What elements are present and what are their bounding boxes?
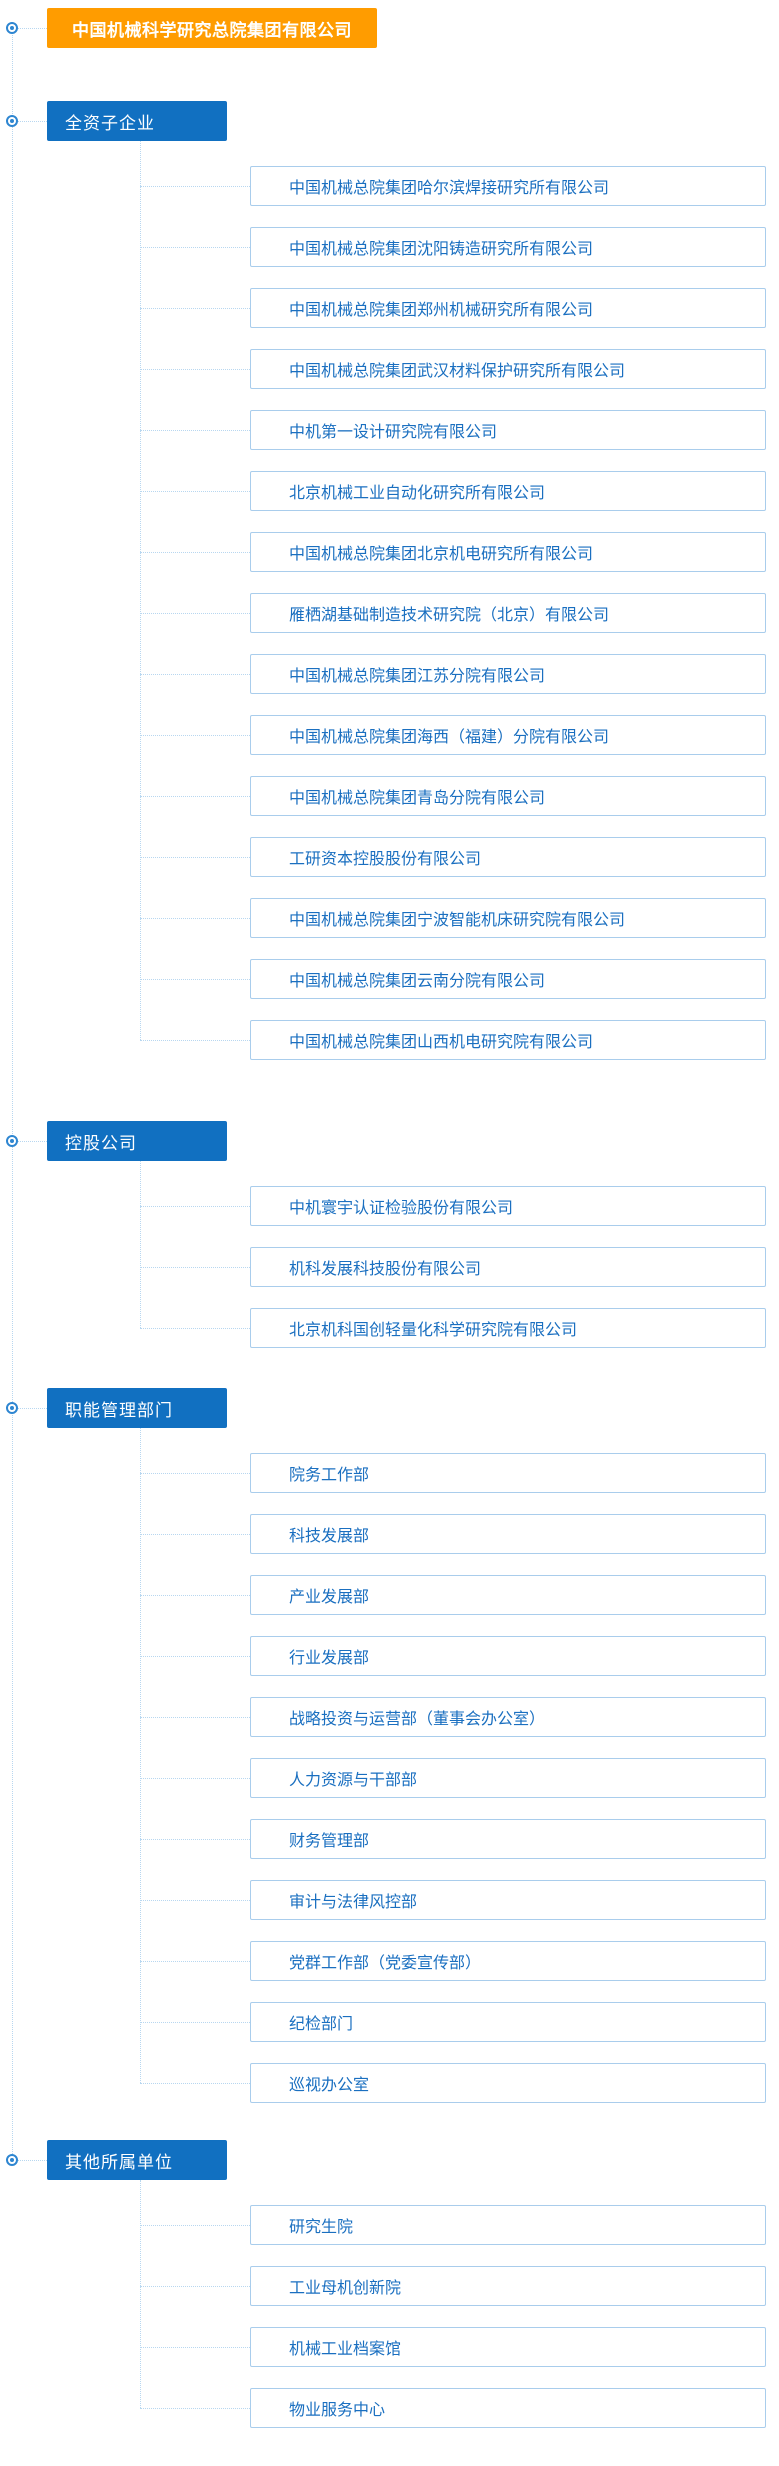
- org-item: 研究生院: [140, 2205, 779, 2245]
- section-other-affiliated-units: 其他所属单位 研究生院 工业母机创新院 机械工业档案馆 物业服务中心: [6, 2140, 779, 2428]
- category-bullet-icon: [6, 1402, 18, 1414]
- org-item-link[interactable]: 中国机械总院集团哈尔滨焊接研究所有限公司: [250, 166, 766, 206]
- root-node: 中国机械科学研究总院集团有限公司: [6, 8, 377, 48]
- item-list: 研究生院 工业母机创新院 机械工业档案馆 物业服务中心: [140, 2180, 779, 2428]
- org-item-link[interactable]: 中国机械总院集团山西机电研究院有限公司: [250, 1020, 766, 1060]
- org-item-link[interactable]: 北京机科国创轻量化科学研究院有限公司: [250, 1308, 766, 1348]
- org-item-link[interactable]: 院务工作部: [250, 1453, 766, 1493]
- category-wholly-owned-subsidiaries: 全资子企业: [47, 101, 227, 141]
- org-item: 行业发展部: [140, 1636, 779, 1676]
- org-item-link[interactable]: 机科发展科技股份有限公司: [250, 1247, 766, 1287]
- org-item-link[interactable]: 产业发展部: [250, 1575, 766, 1615]
- category-bullet-icon: [6, 2154, 18, 2166]
- category-bullet-icon: [6, 1135, 18, 1147]
- org-item: 科技发展部: [140, 1514, 779, 1554]
- org-item: 中机寰宇认证检验股份有限公司: [140, 1186, 779, 1226]
- org-item: 中国机械总院集团海西（福建）分院有限公司: [140, 715, 779, 755]
- org-item-link[interactable]: 中国机械总院集团宁波智能机床研究院有限公司: [250, 898, 766, 938]
- section-functional-departments: 职能管理部门 院务工作部 科技发展部 产业发展部 行业发展部 战略投资与运营部（…: [6, 1388, 779, 2103]
- org-item-link[interactable]: 中国机械总院集团海西（福建）分院有限公司: [250, 715, 766, 755]
- org-item-link[interactable]: 审计与法律风控部: [250, 1880, 766, 1920]
- org-item: 工业母机创新院: [140, 2266, 779, 2306]
- org-item-link[interactable]: 中国机械总院集团武汉材料保护研究所有限公司: [250, 349, 766, 389]
- org-item-link[interactable]: 中国机械总院集团云南分院有限公司: [250, 959, 766, 999]
- org-item: 中国机械总院集团青岛分院有限公司: [140, 776, 779, 816]
- org-item-link[interactable]: 研究生院: [250, 2205, 766, 2245]
- org-item: 中国机械总院集团武汉材料保护研究所有限公司: [140, 349, 779, 389]
- org-item: 财务管理部: [140, 1819, 779, 1859]
- org-item-link[interactable]: 中国机械总院集团北京机电研究所有限公司: [250, 532, 766, 572]
- category-bullet-icon: [6, 115, 18, 127]
- org-item: 战略投资与运营部（董事会办公室）: [140, 1697, 779, 1737]
- org-item-link[interactable]: 科技发展部: [250, 1514, 766, 1554]
- org-item-link[interactable]: 工研资本控股股份有限公司: [250, 837, 766, 877]
- org-item: 机科发展科技股份有限公司: [140, 1247, 779, 1287]
- connector-spine: [12, 28, 13, 2160]
- org-item: 人力资源与干部部: [140, 1758, 779, 1798]
- org-item-link[interactable]: 党群工作部（党委宣传部）: [250, 1941, 766, 1981]
- org-item-link[interactable]: 战略投资与运营部（董事会办公室）: [250, 1697, 766, 1737]
- item-list: 中国机械总院集团哈尔滨焊接研究所有限公司 中国机械总院集团沈阳铸造研究所有限公司…: [140, 141, 779, 1060]
- org-item: 中国机械总院集团郑州机械研究所有限公司: [140, 288, 779, 328]
- category-row: 控股公司: [6, 1121, 227, 1161]
- org-item-link[interactable]: 纪检部门: [250, 2002, 766, 2042]
- org-item-link[interactable]: 中国机械总院集团青岛分院有限公司: [250, 776, 766, 816]
- org-item: 中国机械总院集团山西机电研究院有限公司: [140, 1020, 779, 1060]
- category-row: 全资子企业: [6, 101, 227, 141]
- org-item: 工研资本控股股份有限公司: [140, 837, 779, 877]
- org-item-link[interactable]: 雁栖湖基础制造技术研究院（北京）有限公司: [250, 593, 766, 633]
- org-item-link[interactable]: 中机寰宇认证检验股份有限公司: [250, 1186, 766, 1226]
- org-item: 雁栖湖基础制造技术研究院（北京）有限公司: [140, 593, 779, 633]
- section-wholly-owned-subsidiaries: 全资子企业 中国机械总院集团哈尔滨焊接研究所有限公司 中国机械总院集团沈阳铸造研…: [6, 101, 779, 1060]
- org-item-link[interactable]: 行业发展部: [250, 1636, 766, 1676]
- org-item: 中国机械总院集团宁波智能机床研究院有限公司: [140, 898, 779, 938]
- org-item-link[interactable]: 中国机械总院集团沈阳铸造研究所有限公司: [250, 227, 766, 267]
- org-item: 北京机科国创轻量化科学研究院有限公司: [140, 1308, 779, 1348]
- org-item-link[interactable]: 机械工业档案馆: [250, 2327, 766, 2367]
- org-item: 物业服务中心: [140, 2388, 779, 2428]
- org-item-link[interactable]: 物业服务中心: [250, 2388, 766, 2428]
- org-item-link[interactable]: 财务管理部: [250, 1819, 766, 1859]
- org-item-link[interactable]: 中机第一设计研究院有限公司: [250, 410, 766, 450]
- org-item: 党群工作部（党委宣传部）: [140, 1941, 779, 1981]
- root-bullet-icon: [6, 22, 18, 34]
- org-item: 中国机械总院集团云南分院有限公司: [140, 959, 779, 999]
- org-item: 中国机械总院集团沈阳铸造研究所有限公司: [140, 227, 779, 267]
- org-item: 中国机械总院集团北京机电研究所有限公司: [140, 532, 779, 572]
- item-list: 院务工作部 科技发展部 产业发展部 行业发展部 战略投资与运营部（董事会办公室）…: [140, 1428, 779, 2103]
- item-list: 中机寰宇认证检验股份有限公司 机科发展科技股份有限公司 北京机科国创轻量化科学研…: [140, 1161, 779, 1348]
- org-item: 审计与法律风控部: [140, 1880, 779, 1920]
- org-item: 中国机械总院集团江苏分院有限公司: [140, 654, 779, 694]
- org-item-link[interactable]: 中国机械总院集团郑州机械研究所有限公司: [250, 288, 766, 328]
- org-item: 中国机械总院集团哈尔滨焊接研究所有限公司: [140, 166, 779, 206]
- org-item: 中机第一设计研究院有限公司: [140, 410, 779, 450]
- org-item: 机械工业档案馆: [140, 2327, 779, 2367]
- org-item-link[interactable]: 巡视办公室: [250, 2063, 766, 2103]
- org-item: 巡视办公室: [140, 2063, 779, 2103]
- org-item: 纪检部门: [140, 2002, 779, 2042]
- org-item-link[interactable]: 中国机械总院集团江苏分院有限公司: [250, 654, 766, 694]
- org-item: 产业发展部: [140, 1575, 779, 1615]
- category-row: 职能管理部门: [6, 1388, 227, 1428]
- category-holding-companies: 控股公司: [47, 1121, 227, 1161]
- org-item: 北京机械工业自动化研究所有限公司: [140, 471, 779, 511]
- category-row: 其他所属单位: [6, 2140, 227, 2180]
- root-company-label: 中国机械科学研究总院集团有限公司: [47, 8, 377, 48]
- org-item-link[interactable]: 人力资源与干部部: [250, 1758, 766, 1798]
- section-holding-companies: 控股公司 中机寰宇认证检验股份有限公司 机科发展科技股份有限公司 北京机科国创轻…: [6, 1121, 779, 1348]
- org-item-link[interactable]: 工业母机创新院: [250, 2266, 766, 2306]
- org-item-link[interactable]: 北京机械工业自动化研究所有限公司: [250, 471, 766, 511]
- category-other-affiliated-units: 其他所属单位: [47, 2140, 227, 2180]
- org-item: 院务工作部: [140, 1453, 779, 1493]
- category-functional-departments: 职能管理部门: [47, 1388, 227, 1428]
